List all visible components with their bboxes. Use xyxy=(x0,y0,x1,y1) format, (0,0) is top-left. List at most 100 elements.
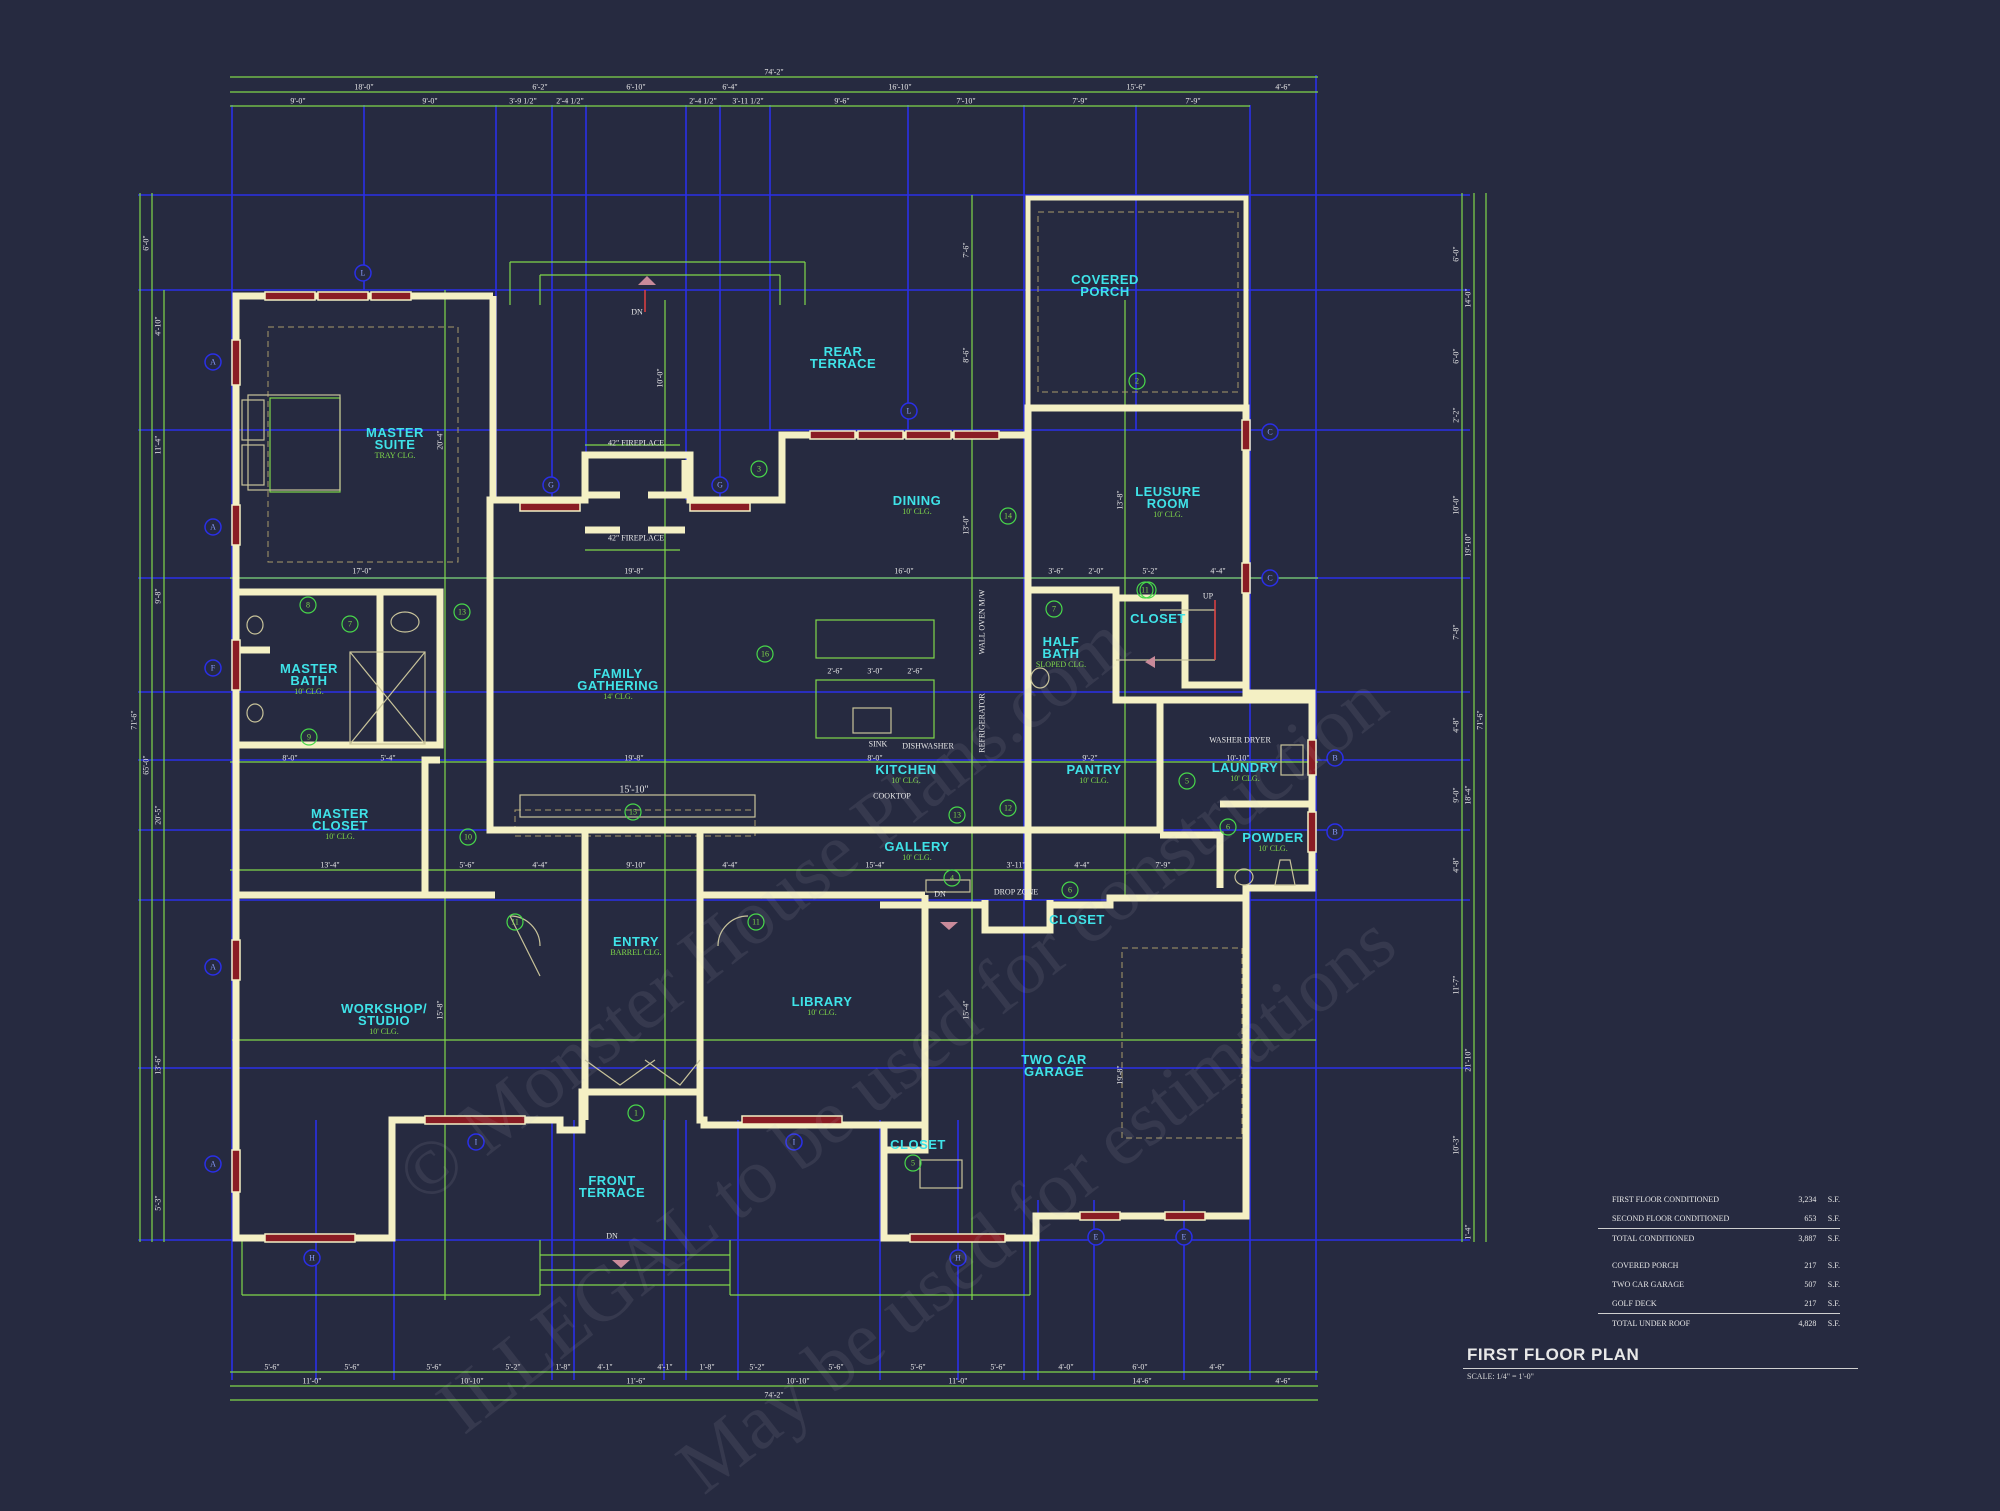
dim-left-outer: 71'-6" xyxy=(129,710,139,730)
dim-bottom-1: 1'-8" xyxy=(699,1362,715,1372)
room-ceiling: 10' CLG. xyxy=(1230,774,1260,783)
dim-interior: 20'-4" xyxy=(435,430,445,450)
dim-bottom-2: 11'-6" xyxy=(626,1376,646,1386)
room-number: 3 xyxy=(757,464,761,474)
windows xyxy=(231,291,1317,1243)
area-label: TOTAL CONDITIONED xyxy=(1612,1234,1695,1243)
dim-interior: 3'-0" xyxy=(867,666,883,676)
dim-top-2: 6'-10" xyxy=(626,82,646,92)
dim-interior: 8'-0" xyxy=(867,753,883,763)
plan-title: FIRST FLOOR PLAN xyxy=(1467,1345,1640,1364)
note-sink: SINK xyxy=(868,739,888,749)
room-ceiling: 10' CLG. xyxy=(807,1008,837,1017)
dim-top-3: 3'-9 1/2" xyxy=(509,96,537,106)
note-washer-dryer: WASHER DRYER xyxy=(1209,735,1271,745)
dim-interior: 4'-4" xyxy=(532,860,548,870)
dim-top-overall: 74'-2" xyxy=(764,67,784,77)
dim-bottom-overall: 74'-2" xyxy=(764,1390,784,1400)
room-number: 13 xyxy=(953,810,961,820)
note-dn-rear: DN xyxy=(631,307,643,317)
dim-right-mid: 21'-10" xyxy=(1463,1048,1473,1072)
room-name: MASTER CLOSET xyxy=(311,806,369,833)
dim-interior: 13'-4" xyxy=(320,860,340,870)
room-ceiling: 10' CLG. xyxy=(902,507,932,516)
dim-bottom-2: 14'-6" xyxy=(1132,1376,1152,1386)
dim-left-seg: 11'-4" xyxy=(153,435,163,455)
dim-top-3: 3'-11 1/2" xyxy=(732,96,764,106)
dim-interior: 15'-4" xyxy=(865,860,885,870)
grid-tag-l-1: L xyxy=(360,268,366,278)
area-unit: S.F. xyxy=(1827,1280,1841,1289)
dim-right-mid: 19'-10" xyxy=(1463,533,1473,557)
dim-interior: 8'-0" xyxy=(282,753,298,763)
room-ceiling: 10' CLG. xyxy=(891,776,921,785)
room-number: 11 xyxy=(752,917,760,927)
dim-interior: 7'-9" xyxy=(1155,860,1171,870)
room-number: 9 xyxy=(307,732,311,742)
dim-interior: 9'-2" xyxy=(1082,753,1098,763)
grid-tag-g-2: G xyxy=(717,480,723,490)
room-ceiling: 10' CLG. xyxy=(902,853,932,862)
room-ceiling: TRAY CLG. xyxy=(374,451,416,460)
dim-right-mid: 14'-0" xyxy=(1463,288,1473,308)
room-name: MASTER SUITE xyxy=(366,425,424,452)
dim-right-seg: 11'-7" xyxy=(1451,975,1461,995)
dim-right-seg: 6'-0" xyxy=(1451,246,1461,262)
dim-top-3: 9'-0" xyxy=(290,96,306,106)
dim-top-2: 18'-0" xyxy=(354,82,374,92)
area-value: 653 xyxy=(1804,1214,1817,1223)
grid-tag-i-1: I xyxy=(474,1137,478,1147)
dim-top-2: 16'-10" xyxy=(888,82,912,92)
room-rear-terrace: REAR TERRACE xyxy=(803,345,883,370)
dim-bottom-1: 5'-6" xyxy=(990,1362,1006,1372)
area-unit: S.F. xyxy=(1827,1261,1841,1270)
room-number: 6 xyxy=(1068,885,1072,895)
dim-bottom-1: 6'-0" xyxy=(1132,1362,1148,1372)
room-two-car-garage: TWO CAR GARAGE xyxy=(1019,1053,1089,1078)
note-wall-oven: WALL OVEN M/W xyxy=(977,589,987,655)
dim-top-3: 9'-0" xyxy=(422,96,438,106)
dim-interior: 7'-6" xyxy=(961,242,971,258)
dim-bottom-1: 5'-6" xyxy=(828,1362,844,1372)
note-cooktop: COOKTOP xyxy=(873,791,911,801)
room-name: GALLERY xyxy=(884,839,950,854)
dim-interior: 2'-6" xyxy=(827,666,843,676)
dim-bottom-2: 11'-0" xyxy=(948,1376,968,1386)
room-ceiling: 10' CLG. xyxy=(369,1027,399,1036)
dim-interior: 3'-11" xyxy=(1006,860,1026,870)
note-dn-gallery: DN xyxy=(934,889,946,899)
room-closet-1: CLOSET xyxy=(1123,612,1193,625)
room-number: 14 xyxy=(1004,511,1012,521)
dim-bottom-2: 4'-6" xyxy=(1275,1376,1291,1386)
grid-tag-c-2: C xyxy=(1267,573,1273,583)
area-unit: S.F. xyxy=(1827,1214,1841,1223)
dim-left-seg: 9'-8" xyxy=(153,588,163,604)
note-dn-front: DN xyxy=(606,1231,618,1241)
room-number: 13 xyxy=(458,607,466,617)
dim-interior: 5'-4" xyxy=(380,753,396,763)
area-value: 3,887 xyxy=(1798,1234,1817,1243)
area-label: TOTAL UNDER ROOF xyxy=(1612,1319,1691,1328)
dim-interior: 9'-10" xyxy=(626,860,646,870)
room-number: 11 xyxy=(1141,585,1149,595)
dimension-lines xyxy=(139,76,1487,1401)
dim-interior: 5'-6" xyxy=(459,860,475,870)
room-name: HALF BATH xyxy=(1042,634,1080,661)
area-label: FIRST FLOOR CONDITIONED xyxy=(1612,1195,1719,1204)
room-number: 7 xyxy=(348,619,352,629)
room-front-terrace: FRONT TERRACE xyxy=(577,1174,647,1199)
dim-interior: 4'-4" xyxy=(1074,860,1090,870)
room-ceiling: SLOPED CLG. xyxy=(1035,660,1087,669)
area-value: 3,234 xyxy=(1798,1195,1817,1204)
dim-right-seg: 7'-8" xyxy=(1451,624,1461,640)
dim-interior: 4'-4" xyxy=(722,860,738,870)
dim-top-3: 7'-10" xyxy=(956,96,976,106)
room-number: 6 xyxy=(1226,822,1230,832)
